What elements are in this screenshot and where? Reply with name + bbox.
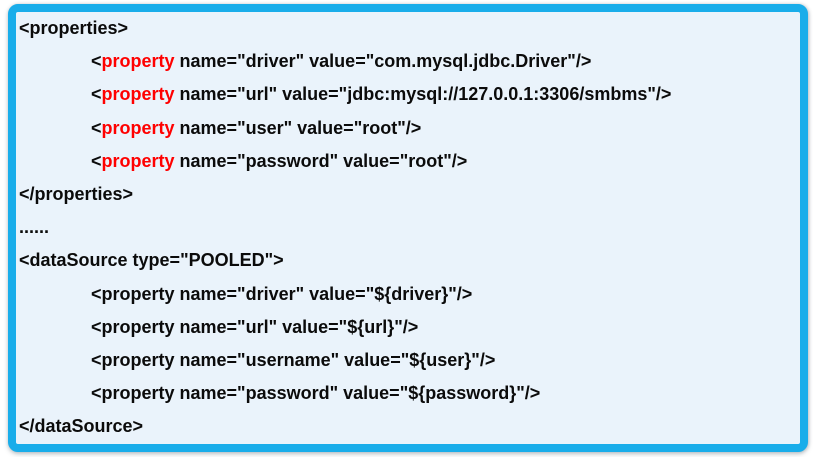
code-text: name="user" value="root"/> xyxy=(174,117,422,138)
code-line: </properties> xyxy=(19,178,800,211)
xml-keyword-property: property xyxy=(101,150,175,171)
code-line: </dataSource> xyxy=(19,410,800,443)
code-text: </properties> xyxy=(19,183,134,204)
code-line: <property name="user" value="root"/> xyxy=(19,112,800,145)
code-text: name="url" value="jdbc:mysql://127.0.0.1… xyxy=(174,84,672,105)
code-text: <property name="username" value="${user}… xyxy=(91,349,496,370)
code-text: <property name="url" value="${url}"/> xyxy=(91,316,419,337)
code-line: ...... xyxy=(19,211,800,244)
xml-keyword-property: property xyxy=(101,117,175,138)
code-text: <dataSource type="POOLED"> xyxy=(19,250,284,271)
code-text: < xyxy=(91,150,102,171)
code-text: < xyxy=(91,51,102,72)
code-line: <dataSource type="POOLED"> xyxy=(19,244,800,277)
code-line: <property name="username" value="${user}… xyxy=(19,344,800,377)
code-text: <property name="driver" value="${driver}… xyxy=(91,283,473,304)
code-line: <property name="url" value="jdbc:mysql:/… xyxy=(19,78,800,111)
code-text: name="driver" value="com.mysql.jdbc.Driv… xyxy=(174,51,592,72)
xml-keyword-property: property xyxy=(101,51,175,72)
code-line: <property name="driver" value="com.mysql… xyxy=(19,45,800,78)
code-text: ...... xyxy=(19,217,50,238)
code-line: <property name="driver" value="${driver}… xyxy=(19,278,800,311)
code-block-panel: <properties><property name="driver" valu… xyxy=(8,4,808,452)
code-text: < xyxy=(91,117,102,138)
code-text: <properties> xyxy=(19,18,129,38)
code-line: <properties> xyxy=(19,12,800,45)
code-text: <property name="password" value="${passw… xyxy=(91,383,541,404)
code-text: < xyxy=(91,84,102,105)
code-text: name="password" value="root"/> xyxy=(174,150,468,171)
code-line: <property name="password" value="${passw… xyxy=(19,377,800,410)
code-line: <property name="url" value="${url}"/> xyxy=(19,311,800,344)
code-text: </dataSource> xyxy=(19,416,144,437)
code-line: <property name="password" value="root"/> xyxy=(19,145,800,178)
code-content: <properties><property name="driver" valu… xyxy=(16,12,800,444)
xml-keyword-property: property xyxy=(101,84,175,105)
